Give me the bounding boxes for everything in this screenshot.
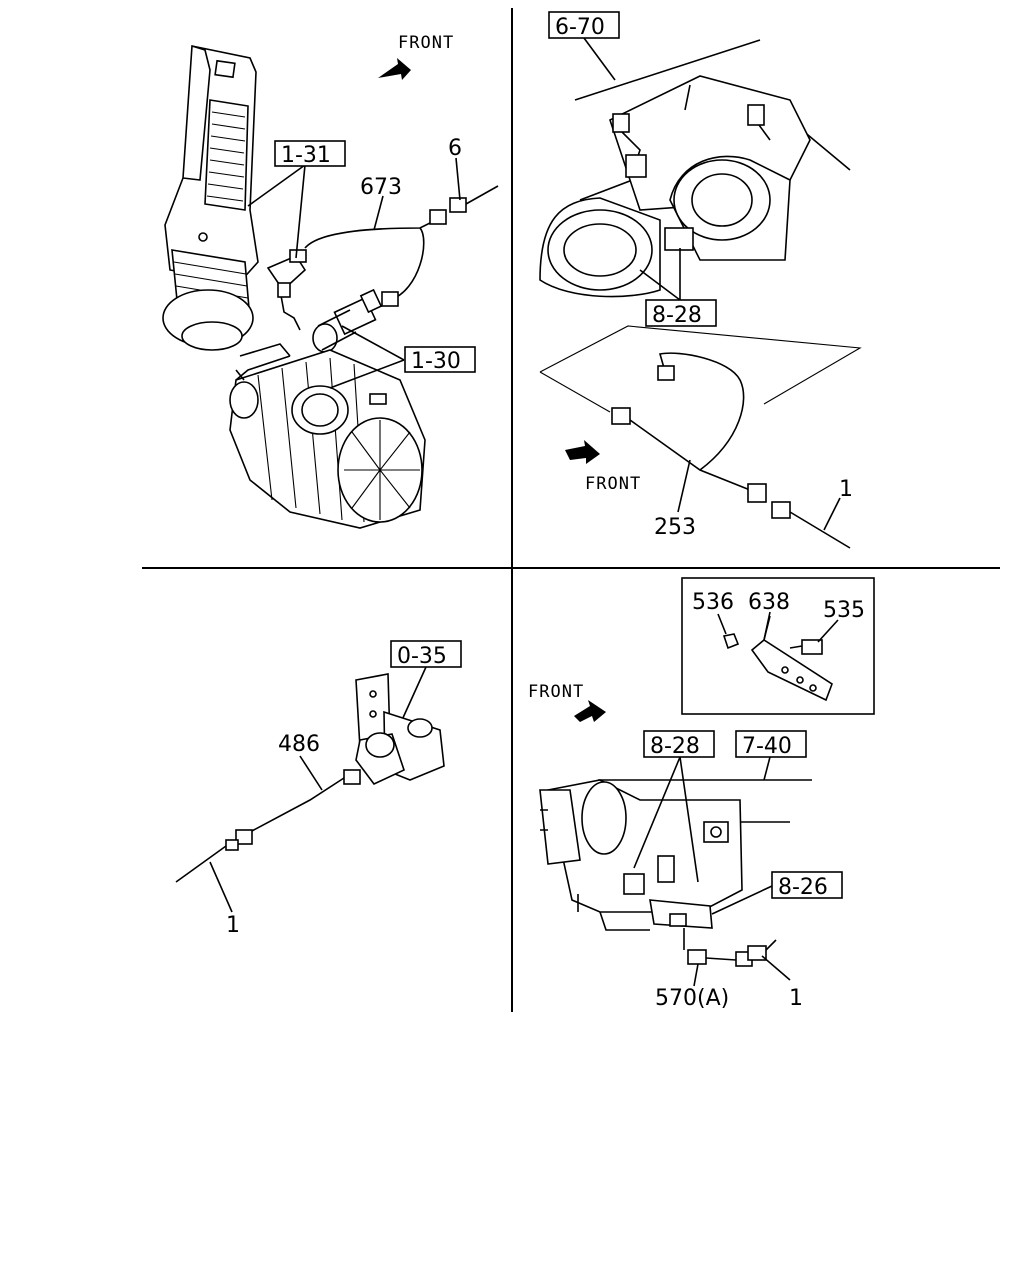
quadrant-bottom-right: 536 638 535 FRONT 8-28 7-40 8-26: [528, 577, 875, 1011]
leader-486: [299, 755, 323, 791]
inset-leaders: [717, 611, 839, 643]
callout-253: 253: [654, 515, 696, 540]
ref-box-7-40: 7-40: [742, 734, 792, 759]
ref-box-1-31: 1-31: [281, 143, 331, 168]
throttle-body: [539, 39, 851, 298]
inset-callout-638: 638: [748, 590, 790, 615]
ref-box-0-35: 0-35: [397, 644, 447, 669]
sensor-1-31: [266, 249, 307, 331]
leader-1-tr: [823, 497, 841, 531]
harness-486: [175, 769, 361, 883]
harness-outline-bottom: [539, 371, 611, 413]
quadrant-top-left: FRONT: [162, 33, 499, 529]
harness-outline: [539, 325, 862, 405]
leader-6: [455, 157, 461, 201]
leader-1-br: [761, 955, 791, 981]
ref-box-8-26: 8-26: [778, 875, 828, 900]
callout-486: 486: [278, 732, 320, 757]
leader-0-35: [401, 666, 427, 721]
throttle-assembly: [539, 779, 812, 931]
harness-673: [304, 185, 499, 307]
callout-1-bl: 1: [226, 913, 240, 938]
ref-box-8-28: 8-28: [652, 303, 702, 328]
harness-570a: [683, 928, 777, 967]
quadrant-bottom-left: 0-35 486 1: [175, 640, 462, 938]
inset-box: [681, 577, 875, 715]
quadrant-top-right: 6-70 8-28: [539, 11, 862, 549]
inset-callout-536: 536: [692, 590, 734, 615]
callout-6: 6: [448, 136, 462, 161]
ref-box-8-28-br: 8-28: [650, 734, 700, 759]
front-arrow-tl: [378, 58, 411, 80]
leader-673: [373, 195, 384, 231]
front-arrow-br: [574, 700, 606, 722]
harness-253: [611, 352, 851, 549]
inset-bracket: [722, 615, 833, 702]
ref-box-1-30: 1-30: [411, 349, 461, 374]
callout-1-br: 1: [789, 986, 803, 1011]
leader-570a: [693, 963, 699, 987]
ref-box-6-70: 6-70: [555, 15, 605, 40]
leader-1-bl: [209, 861, 233, 913]
front-label-tl: FRONT: [398, 33, 454, 53]
callout-570a: 570(A): [655, 986, 729, 1011]
sensor-1-30: [312, 288, 383, 353]
leader-8-28-br: [633, 756, 699, 883]
front-label-tr: FRONT: [585, 474, 641, 494]
callout-1-tr: 1: [839, 477, 853, 502]
leader-1-30: [329, 325, 405, 389]
leader-253: [677, 459, 691, 513]
air-cleaner-housing: [229, 349, 426, 529]
leader-duct-housing: [239, 343, 291, 357]
front-arrow-tr: [565, 440, 600, 464]
front-label-br: FRONT: [528, 682, 584, 702]
inset-callout-535: 535: [823, 598, 865, 623]
leader-8-26: [711, 885, 773, 915]
leader-6-70: [583, 37, 616, 81]
air-intake-duct: [162, 45, 259, 351]
leader-7-40: [763, 756, 771, 781]
leader-8-28-tr: [639, 248, 681, 301]
sensor-0-35: [355, 673, 445, 785]
leader-1-31: [247, 164, 306, 259]
callout-673: 673: [360, 175, 402, 200]
